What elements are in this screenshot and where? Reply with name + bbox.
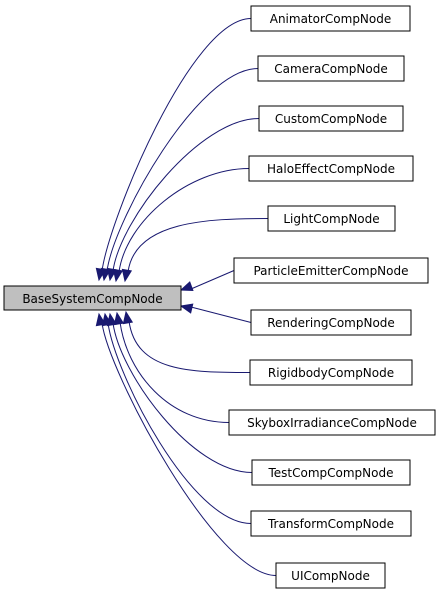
arrowhead [121,268,133,283]
node-label: LightCompNode [283,212,379,226]
edge-camera-comp-node [100,68,259,282]
edge-line [112,322,253,473]
node-label: RenderingCompNode [267,316,395,330]
node-skybox-irradiance-comp-node[interactable]: SkyboxIrradianceCompNode [228,409,436,436]
node-box [267,205,396,232]
node-box [250,309,412,336]
node-label: RigidbodyCompNode [268,366,394,380]
node-label: CustomCompNode [275,112,387,126]
edge-skybox-irradiance-comp-node [113,311,230,423]
node-label: AnimatorCompNode [270,12,392,26]
node-halo-effect-comp-node[interactable]: HaloEffectCompNode [248,155,414,182]
node-transform-comp-node[interactable]: TransformCompNode [250,510,412,537]
edge-light-comp-node [121,218,269,283]
node-box [251,459,411,486]
arrowhead [122,310,134,325]
node-particle-emitter-comp-node[interactable]: ParticleEmitterCompNode [233,257,429,284]
node-animator-comp-node[interactable]: AnimatorCompNode [250,5,411,32]
node-label: HaloEffectCompNode [267,162,395,176]
node-box [3,285,182,311]
node-label: ParticleEmitterCompNode [253,264,408,278]
node-box [233,257,429,284]
arrowhead [179,281,194,291]
node-test-comp-comp-node[interactable]: TestCompCompNode [251,459,411,486]
node-label: CameraCompNode [274,62,387,76]
node-layer: BaseSystemCompNode AnimatorCompNodeCamera… [3,5,436,589]
edge-line [118,168,250,273]
node-box [258,105,404,132]
node-rigidbody-comp-node[interactable]: RigidbodyCompNode [249,359,413,386]
node-box [228,409,436,436]
edge-line [128,320,251,373]
arrowhead [179,303,194,314]
edge-custom-comp-node [106,118,260,282]
edge-test-comp-comp-node [106,312,253,473]
edge-halo-effect-comp-node [112,168,250,283]
arrowhead [95,312,107,327]
node-label: SkyboxIrradianceCompNode [247,416,417,430]
node-box [250,510,412,537]
node-box [248,155,414,182]
node-rendering-comp-node[interactable]: RenderingCompNode [250,309,412,336]
node-label: BaseSystemCompNode [22,292,162,306]
node-box [257,55,405,82]
edge-uicomp-node [95,312,277,576]
edge-line [127,218,269,273]
edge-line [101,322,277,576]
edge-line [112,118,260,272]
node-base-system-comp-node[interactable]: BaseSystemCompNode [3,285,182,311]
node-label: TestCompCompNode [267,466,393,480]
edge-rigidbody-comp-node [122,310,251,373]
edge-rendering-comp-node [179,303,252,323]
node-label: UICompNode [291,569,370,583]
edge-animator-comp-node [95,18,252,282]
node-box [250,5,411,32]
node-uicomp-node[interactable]: UICompNode [275,562,386,589]
node-light-comp-node[interactable]: LightCompNode [267,205,396,232]
node-camera-comp-node[interactable]: CameraCompNode [257,55,405,82]
edge-line [119,321,230,423]
edge-line [106,68,259,272]
node-custom-comp-node[interactable]: CustomCompNode [258,105,404,132]
node-label: TransformCompNode [267,517,394,531]
node-box [249,359,413,386]
edge-particle-emitter-comp-node [179,270,235,291]
node-box [275,562,386,589]
arrowhead [113,311,125,326]
edge-line [190,270,235,290]
edge-line [190,306,252,323]
edge-layer [95,18,277,576]
edge-line [107,322,252,524]
edge-line [101,18,252,272]
arrowhead [112,268,124,283]
